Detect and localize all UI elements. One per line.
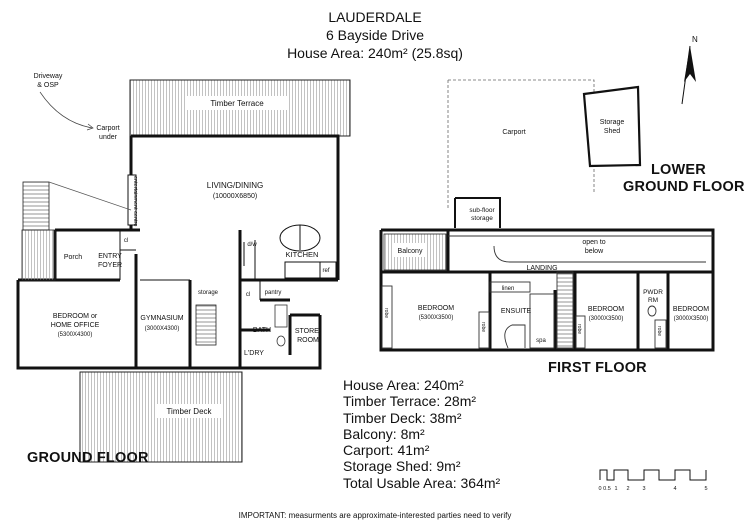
porch: [21, 229, 56, 281]
label-ensuite: ENSUITE: [501, 308, 532, 315]
label-timber-terrace: Timber Terrace: [210, 99, 264, 108]
area-storage-shed: Storage Shed: 9m²: [343, 458, 461, 475]
scale-label-3: 2: [626, 486, 629, 492]
area-total-usable: Total Usable Area: 364m²: [343, 474, 501, 491]
label-laundry: L'DRY: [244, 350, 264, 357]
lower-ground-carport: Carport Storage Shed sub-floor storage: [447, 79, 642, 228]
scale-label-2: 1: [614, 486, 617, 492]
scale-label-6: 5: [704, 486, 707, 492]
label-bedroom-1-dims: (5300X3500): [419, 315, 454, 321]
label-porch: Porch: [64, 254, 82, 261]
ground-floor-label: GROUND FLOOR: [27, 450, 149, 466]
label-storeroom-2: ROOM: [297, 337, 319, 344]
label-foyer: FOYER: [98, 262, 122, 269]
label-bedroom-1: BEDROOM: [418, 305, 454, 312]
area-balcony: Balcony: 8m²: [343, 425, 425, 442]
scale-label-5: 4: [673, 486, 676, 492]
label-bath: BATH: [253, 327, 271, 334]
label-ref: ref: [322, 268, 329, 274]
label-linen: linen: [502, 286, 515, 292]
label-bedroom-office-1: BEDROOM or: [53, 313, 98, 320]
area-carport: Carport: 41m²: [343, 442, 430, 459]
label-cl-entry: cl: [124, 238, 128, 244]
lower-ground-label-2: GROUND FLOOR: [623, 179, 745, 195]
label-robe-2: robe: [480, 322, 486, 332]
label-bedroom-2: BEDROOM: [588, 306, 624, 313]
driveway-note: Driveway & OSP Carport under: [34, 73, 120, 141]
label-robe-3: robe: [576, 324, 582, 334]
timber-deck: Timber Deck: [79, 371, 243, 463]
area-timber-deck: Timber Deck: 38m²: [343, 409, 462, 426]
plan-title: LAUDERDALE: [328, 9, 422, 25]
timber-terrace: Timber Terrace: [129, 79, 351, 137]
label-rm: RM: [648, 297, 658, 304]
area-timber-terrace: Timber Terrace: 28m²: [343, 393, 477, 410]
label-timber-deck: Timber Deck: [166, 407, 212, 416]
disclaimer-note: IMPORTANT: measurments are approximate-i…: [238, 511, 512, 520]
label-kitchen: KITCHEN: [286, 250, 319, 259]
ground-floor-walls: [16, 134, 340, 370]
label-robe-4: robe: [656, 326, 662, 336]
label-subfloor-2: storage: [471, 215, 493, 222]
label-subfloor-1: sub-floor: [469, 207, 495, 214]
label-living-dims: (10000X6850): [213, 193, 257, 200]
label-storeroom-1: STORE-: [295, 328, 322, 335]
label-storage: storage: [198, 290, 219, 296]
label-carport: Carport: [502, 129, 525, 136]
label-entry: ENTRY: [98, 253, 122, 260]
scale-bar: [599, 469, 707, 481]
svg-text:under: under: [99, 134, 118, 141]
north-label: N: [692, 35, 698, 44]
lower-ground-label-1: LOWER: [651, 162, 706, 178]
label-bedroom-3: BEDROOM: [673, 306, 709, 313]
label-landing: LANDING: [526, 265, 557, 272]
north-arrow: N: [681, 35, 698, 105]
scale-label-0: 0: [598, 486, 601, 492]
scale-label-4: 3: [642, 486, 645, 492]
label-living-dining: LIVING/DINING: [207, 181, 263, 190]
svg-text:Carport: Carport: [96, 125, 119, 132]
svg-text:Driveway: Driveway: [34, 73, 63, 80]
scale-label-1: 0.5: [603, 486, 611, 492]
area-summary: House Area: 240m² Timber Terrace: 28m² T…: [343, 377, 500, 491]
external-stairs: [22, 181, 50, 231]
label-storage-shed-1: Storage: [600, 119, 625, 126]
area-house: House Area: 240m²: [343, 377, 464, 393]
label-bedroom-office-2: HOME OFFICE: [51, 322, 100, 329]
plan-address: 6 Bayside Drive: [325, 27, 425, 43]
label-pwdr: PWDR: [643, 289, 663, 296]
label-bedroom-3-dims: (3000X3500): [674, 316, 709, 322]
label-pantry: pantry: [265, 290, 282, 296]
label-storage-shed-2: Shed: [604, 128, 620, 135]
internal-stairs: [195, 304, 217, 346]
label-open-to: open to: [582, 239, 605, 246]
label-gymnasium: GYMNASIUM: [140, 315, 183, 322]
first-floor-walls: [379, 228, 715, 352]
label-spa: spa: [536, 338, 546, 344]
label-cl-hall: cl: [246, 292, 250, 298]
label-robe-1: robe: [383, 308, 389, 318]
label-gymnasium-dims: (3000X4300): [145, 326, 180, 332]
plan-house-area: House Area: 240m² (25.8sq): [287, 45, 463, 61]
label-balcony: Balcony: [398, 248, 423, 255]
label-bedroom-office-dims: (5300X4300): [58, 332, 93, 338]
first-floor-label: FIRST FLOOR: [548, 360, 647, 376]
svg-text:& OSP: & OSP: [37, 82, 59, 89]
label-dw: d/w: [247, 242, 257, 248]
label-below: below: [585, 248, 604, 255]
label-entertainment: entertainment centre: [132, 176, 138, 226]
label-bedroom-2-dims: (3000X3500): [589, 316, 624, 322]
